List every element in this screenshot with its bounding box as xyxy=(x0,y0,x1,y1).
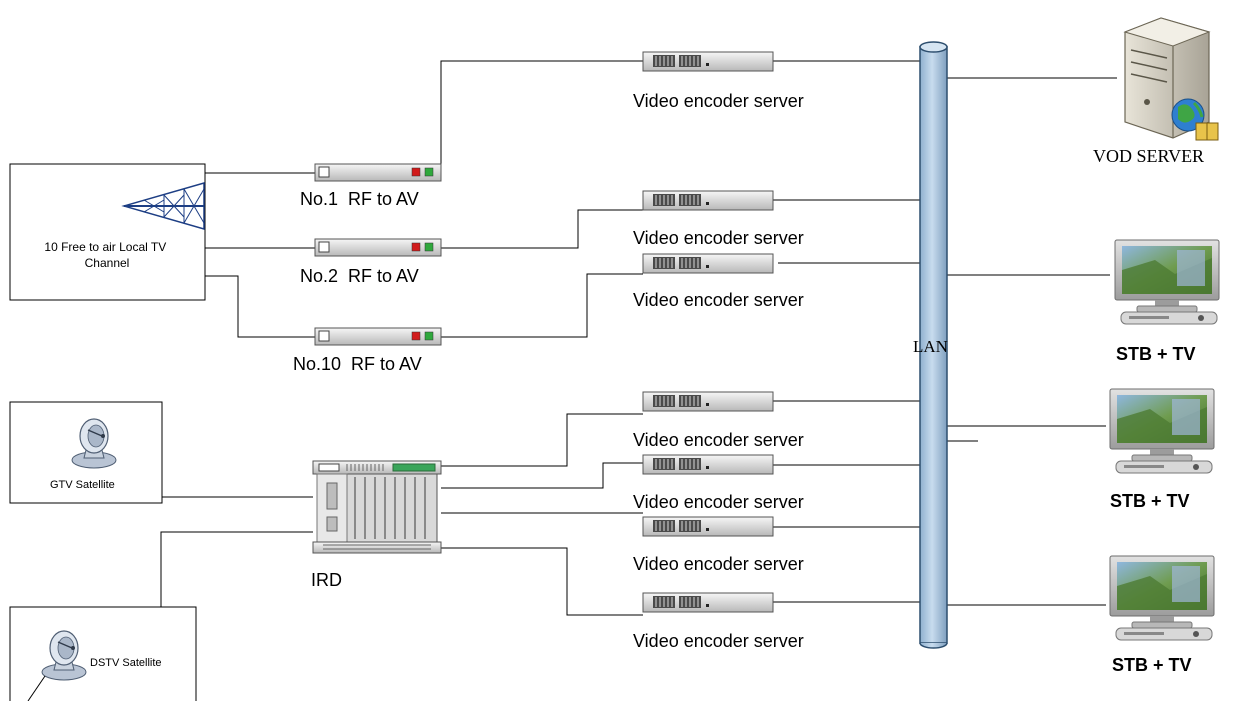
encoder-label-6: Video encoder server xyxy=(633,554,804,574)
video-encoder-unit-5 xyxy=(642,454,774,475)
lan-uplinks xyxy=(773,60,920,603)
encoder-label-4: Video encoder server xyxy=(633,430,804,450)
encoder-label-2: Video encoder server xyxy=(633,228,804,248)
client-label-2: STB + TV xyxy=(1110,491,1190,511)
local-tv-source-box xyxy=(9,163,206,301)
dstv-satellite-label: DSTV Satellite xyxy=(90,657,162,669)
encoder-label-1: Video encoder server xyxy=(633,91,804,111)
client-label-3: STB + TV xyxy=(1112,655,1192,675)
video-encoder-unit-7 xyxy=(642,592,774,613)
lan-backbone xyxy=(919,41,948,649)
rf-to-av-unit-1 xyxy=(314,163,442,182)
gtv-satellite-label: GTV Satellite xyxy=(50,479,115,491)
video-encoder-unit-6 xyxy=(642,516,774,537)
rf-to-av-unit-2 xyxy=(314,238,442,257)
stb-tv-icon-1 xyxy=(1114,239,1220,325)
source-wires xyxy=(160,172,315,607)
rf-to-av-unit-10 xyxy=(314,327,442,346)
folder-book-icon xyxy=(1195,122,1219,141)
stb-tv-icon-3 xyxy=(1109,555,1215,641)
video-encoder-unit-2 xyxy=(642,190,774,211)
antenna-tower-icon xyxy=(121,182,205,230)
dstv-satellite-box xyxy=(9,606,197,701)
vod-server-label: VOD SERVER xyxy=(1093,146,1204,166)
dish-cable xyxy=(27,675,46,701)
lan-downlinks xyxy=(947,77,1117,606)
ird-chassis-icon xyxy=(312,460,442,554)
client-label-1: STB + TV xyxy=(1116,344,1196,364)
rf-unit-label-2: No.2 RF to AV xyxy=(300,266,419,286)
video-encoder-unit-3 xyxy=(642,253,774,274)
video-encoder-unit-1 xyxy=(642,51,774,72)
lan-label: LAN xyxy=(913,337,948,356)
stb-tv-icon-2 xyxy=(1109,388,1215,474)
video-encoder-unit-4 xyxy=(642,391,774,412)
encoder-wires xyxy=(440,60,643,616)
encoder-label-7: Video encoder server xyxy=(633,631,804,651)
rf-unit-label-1: No.1 RF to AV xyxy=(300,189,419,209)
rf-unit-label-10: No.10 RF to AV xyxy=(293,354,422,374)
ird-label: IRD xyxy=(311,570,342,590)
encoder-label-5: Video encoder server xyxy=(633,492,804,512)
encoder-label-3: Video encoder server xyxy=(633,290,804,310)
local-tv-label: 10 Free to air Local TV Channel xyxy=(44,240,169,270)
